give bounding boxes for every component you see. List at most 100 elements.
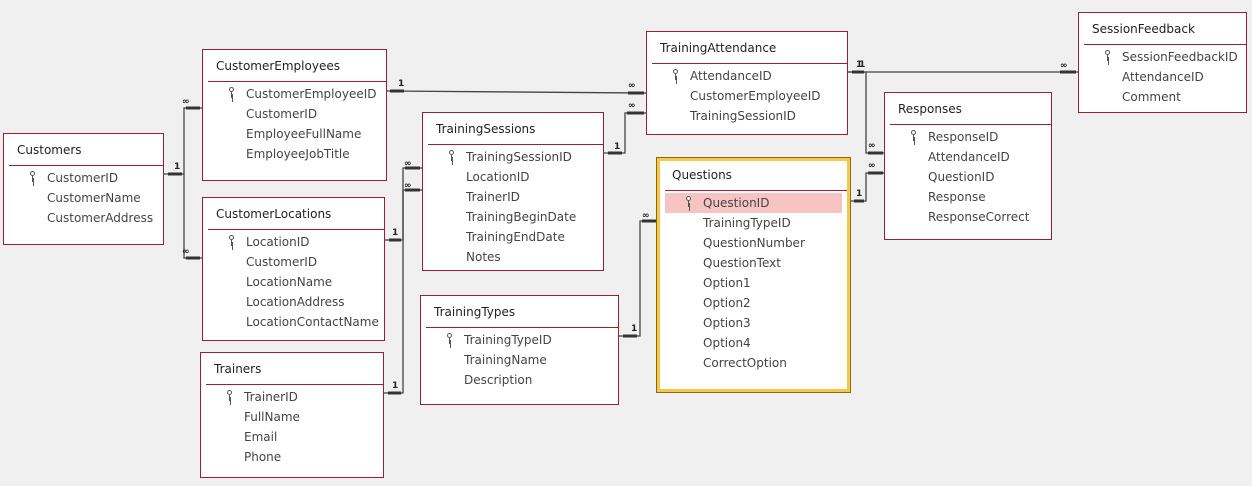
field-name: QuestionID xyxy=(703,196,770,210)
field-name: CustomerAddress xyxy=(47,211,154,225)
table-training-sessions[interactable]: TrainingSessions TrainingSessionID Locat… xyxy=(422,112,604,271)
field-row-selected[interactable]: QuestionID xyxy=(665,193,842,213)
table-questions[interactable]: Questions QuestionID TrainingTypeID Ques… xyxy=(656,157,851,393)
field-name: TrainingEndDate xyxy=(466,230,565,244)
field-name: TrainingSessionID xyxy=(466,150,572,164)
relationship-line xyxy=(604,112,646,154)
field-row[interactable]: LocationID xyxy=(428,167,598,187)
cardinality-many: ∞ xyxy=(628,81,636,91)
field-name: CustomerEmployeeID xyxy=(246,87,377,101)
table-title[interactable]: TrainingSessions xyxy=(436,122,536,136)
field-name: CustomerID xyxy=(47,171,119,185)
field-name: Phone xyxy=(244,450,282,464)
field-name: Option4 xyxy=(703,336,751,350)
field-row[interactable]: CustomerName xyxy=(9,188,158,208)
field-name: ResponseID xyxy=(928,130,999,144)
cardinality-one: 1 xyxy=(398,79,405,89)
field-row[interactable]: Option4 xyxy=(665,333,842,353)
primary-key-icon xyxy=(229,235,235,246)
field-row[interactable]: CustomerEmployeeID xyxy=(208,84,381,104)
field-row[interactable]: TrainerID xyxy=(428,187,598,207)
field-row[interactable]: AttendanceID xyxy=(1084,67,1241,87)
field-name: QuestionNumber xyxy=(703,236,805,250)
field-row[interactable]: QuestionText xyxy=(665,253,842,273)
field-name: Description xyxy=(464,373,533,387)
field-row[interactable]: CustomerAddress xyxy=(9,208,158,228)
table-title[interactable]: TrainingTypes xyxy=(434,305,516,319)
table-title[interactable]: Responses xyxy=(898,102,962,116)
table-customer-locations[interactable]: CustomerLocations LocationID CustomerID … xyxy=(202,197,385,341)
field-row[interactable]: LocationContactName xyxy=(208,312,379,332)
table-session-feedback[interactable]: SessionFeedback SessionFeedbackID Attend… xyxy=(1078,12,1247,113)
field-row[interactable]: SessionFeedbackID xyxy=(1084,47,1241,67)
field-name: TrainingTypeID xyxy=(464,333,552,347)
relationship-line xyxy=(385,90,647,94)
field-row[interactable]: AttendanceID xyxy=(652,66,842,86)
primary-key-icon xyxy=(673,69,679,80)
field-row[interactable]: QuestionNumber xyxy=(665,233,842,253)
field-row[interactable]: FullName xyxy=(206,407,378,427)
table-customer-employees[interactable]: CustomerEmployees CustomerEmployeeID Cus… xyxy=(202,49,387,181)
field-row[interactable]: CustomerID xyxy=(208,104,381,124)
field-row[interactable]: Email xyxy=(206,427,378,447)
table-responses[interactable]: Responses ResponseID AttendanceID Questi… xyxy=(884,92,1052,240)
field-row[interactable]: CustomerID xyxy=(9,168,158,188)
field-row[interactable]: AttendanceID xyxy=(890,147,1046,167)
field-row[interactable]: ResponseID xyxy=(890,127,1046,147)
field-row[interactable]: ResponseCorrect xyxy=(890,207,1046,227)
field-row[interactable]: TrainingEndDate xyxy=(428,227,598,247)
field-row[interactable]: Notes xyxy=(428,247,598,267)
divider xyxy=(206,384,383,385)
field-row[interactable]: TrainingTypeID xyxy=(426,330,613,350)
table-training-attendance[interactable]: TrainingAttendance AttendanceID Customer… xyxy=(646,31,848,135)
table-title[interactable]: Questions xyxy=(672,168,732,182)
table-title[interactable]: CustomerEmployees xyxy=(216,59,340,73)
table-trainers[interactable]: Trainers TrainerID FullName Email Phone xyxy=(200,352,384,478)
divider xyxy=(890,124,1051,125)
field-row[interactable]: QuestionID xyxy=(890,167,1046,187)
field-row[interactable]: LocationName xyxy=(208,272,379,292)
field-name: CustomerEmployeeID xyxy=(690,89,821,103)
table-title[interactable]: CustomerLocations xyxy=(216,207,332,221)
field-row[interactable]: Option2 xyxy=(665,293,842,313)
field-row[interactable]: Response xyxy=(890,187,1046,207)
field-row[interactable]: Description xyxy=(426,370,613,390)
field-name: QuestionID xyxy=(928,170,995,184)
field-name: Option1 xyxy=(703,276,751,290)
table-customers[interactable]: Customers CustomerID CustomerName Custom… xyxy=(3,133,164,245)
field-row[interactable]: CustomerID xyxy=(208,252,379,272)
primary-key-icon xyxy=(686,196,692,207)
field-row[interactable]: EmployeeFullName xyxy=(208,124,381,144)
field-row[interactable]: TrainingBeginDate xyxy=(428,207,598,227)
field-row[interactable]: Option3 xyxy=(665,313,842,333)
field-row[interactable]: TrainingName xyxy=(426,350,613,370)
field-name: AttendanceID xyxy=(928,150,1010,164)
field-row[interactable]: Option1 xyxy=(665,273,842,293)
cardinality-one: 1 xyxy=(631,324,638,334)
table-title[interactable]: Customers xyxy=(17,143,82,157)
field-name: CustomerName xyxy=(47,191,141,205)
cardinality-one: 1 xyxy=(392,228,399,238)
field-row[interactable]: Phone xyxy=(206,447,378,467)
table-title[interactable]: Trainers xyxy=(214,362,262,376)
table-title[interactable]: SessionFeedback xyxy=(1092,22,1195,36)
field-row[interactable]: TrainerID xyxy=(206,387,378,407)
field-name: ResponseCorrect xyxy=(928,210,1030,224)
cardinality-one: 1 xyxy=(614,142,621,152)
primary-key-icon xyxy=(30,171,36,182)
relationship-line xyxy=(384,189,422,394)
field-row[interactable]: TrainingSessionID xyxy=(652,106,842,126)
field-row[interactable]: TrainingSessionID xyxy=(428,147,598,167)
field-row[interactable]: LocationAddress xyxy=(208,292,379,312)
field-name: Option2 xyxy=(703,296,751,310)
field-row[interactable]: CustomerEmployeeID xyxy=(652,86,842,106)
field-row[interactable]: EmployeeJobTitle xyxy=(208,144,381,164)
table-training-types[interactable]: TrainingTypes TrainingTypeID TrainingNam… xyxy=(420,295,619,405)
table-title[interactable]: TrainingAttendance xyxy=(660,41,777,55)
field-row[interactable]: Comment xyxy=(1084,87,1241,107)
field-row[interactable]: CorrectOption xyxy=(665,353,842,373)
field-row[interactable]: LocationID xyxy=(208,232,379,252)
relationship-line xyxy=(619,220,658,337)
field-row[interactable]: TrainingTypeID xyxy=(665,213,842,233)
